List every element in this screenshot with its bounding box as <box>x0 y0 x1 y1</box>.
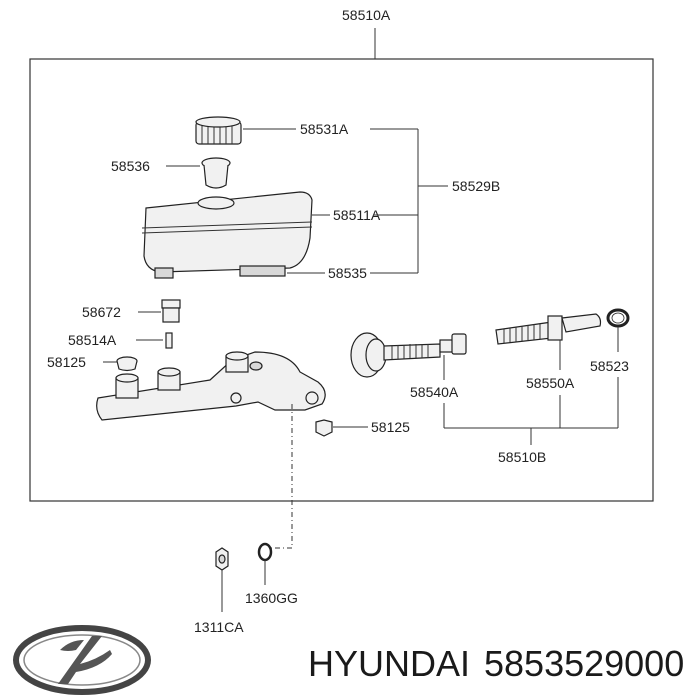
secondary-piston <box>495 313 602 345</box>
label-bolt: 58672 <box>82 304 121 320</box>
label-cap: 58531A <box>300 121 349 137</box>
master-cylinder-body <box>96 351 326 421</box>
label-piston-kit: 58510B <box>498 449 546 465</box>
label-plug-right: 58125 <box>371 419 410 435</box>
nut <box>215 547 229 571</box>
mounting-centerline <box>270 404 293 549</box>
label-primary-piston: 58540A <box>410 384 459 400</box>
piston-kit-bracket <box>443 377 619 445</box>
diagram-frame <box>29 58 654 502</box>
label-pin: 58514A <box>68 332 117 348</box>
label-secondary-piston: 58550A <box>526 375 575 391</box>
label-washer: 1360GG <box>245 590 298 606</box>
label-strainer: 58536 <box>111 158 150 174</box>
reservoir-cap <box>195 116 242 145</box>
hyundai-logo <box>13 625 151 695</box>
washer <box>257 542 273 562</box>
snap-ring <box>606 308 630 328</box>
label-reservoir-kit: 58529B <box>452 178 500 194</box>
label-assembly: 58510A <box>342 7 391 23</box>
brand-name: HYUNDAI <box>308 643 470 684</box>
plug-left <box>116 356 138 372</box>
label-nut: 1311CA <box>194 619 244 635</box>
label-snap-ring: 58523 <box>590 358 629 374</box>
plug-right <box>315 419 333 437</box>
reservoir-kit-bracket <box>370 128 448 274</box>
strainer <box>201 157 231 189</box>
pin <box>165 332 173 349</box>
bolt <box>161 299 181 323</box>
reservoir <box>141 191 313 279</box>
label-grommet-bottom: 58535 <box>328 265 367 281</box>
label-plug-left: 58125 <box>47 354 86 370</box>
label-reservoir: 58511A <box>333 207 381 223</box>
primary-piston <box>350 332 467 378</box>
part-number: 5853529000 <box>484 643 684 684</box>
